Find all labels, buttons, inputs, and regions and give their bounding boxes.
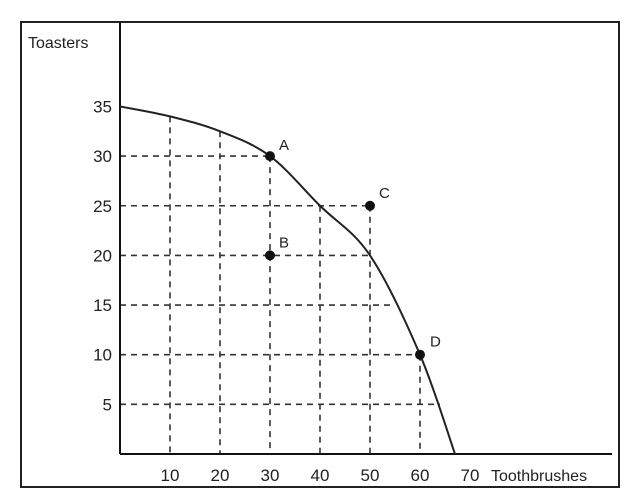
x-tick-label: 20 <box>211 466 230 485</box>
x-tick-label: 60 <box>411 466 430 485</box>
point-label-d: D <box>430 334 441 351</box>
tick-labels: 10 20 30 40 50 60 70 5 10 15 20 25 30 35 <box>93 97 479 485</box>
chart-frame <box>20 21 620 488</box>
x-tick-label: 30 <box>261 466 280 485</box>
x-tick-label: 10 <box>161 466 180 485</box>
x-tick-label: 40 <box>311 466 330 485</box>
y-tick-label: 30 <box>93 147 112 166</box>
point-c <box>365 200 375 211</box>
point-b <box>265 250 275 261</box>
y-tick-label: 20 <box>93 246 112 265</box>
point-d <box>415 349 425 360</box>
y-tick-label: 5 <box>103 395 112 414</box>
point-a <box>265 151 275 162</box>
x-tick-label: 70 <box>461 466 480 485</box>
point-label-a: A <box>279 137 289 154</box>
y-axis-label: Toasters <box>28 35 88 52</box>
grid-layer <box>120 116 440 454</box>
x-tick-label: 50 <box>361 466 380 485</box>
x-axis-label: Toothbrushes <box>491 468 587 485</box>
y-tick-label: 15 <box>93 296 112 315</box>
y-tick-label: 10 <box>93 346 112 365</box>
point-label-b: B <box>279 234 289 251</box>
data-points: A B C D <box>265 137 441 360</box>
y-tick-label: 25 <box>93 197 112 216</box>
y-tick-label: 35 <box>93 97 112 116</box>
ppf-curve <box>119 105 456 455</box>
point-label-c: C <box>379 185 390 202</box>
